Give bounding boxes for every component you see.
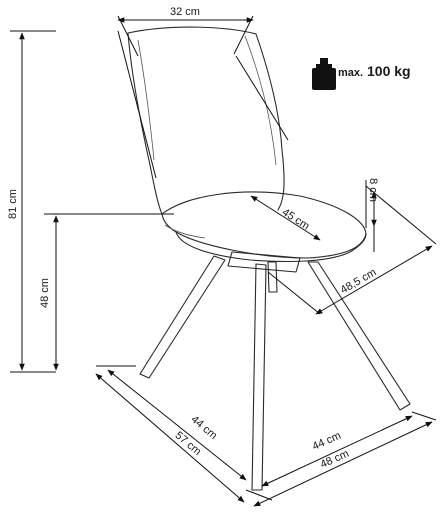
chair-illustration xyxy=(127,26,411,491)
label-total-height: 81 cm xyxy=(7,189,19,219)
weight-label: max. xyxy=(338,67,363,79)
max-weight-badge: max. 100 kg xyxy=(312,58,411,90)
guide-back-left xyxy=(117,30,157,179)
label-top-width: 32 cm xyxy=(170,6,200,18)
chair-legs xyxy=(139,255,411,491)
dim-base-width: 44 cm 48 cm xyxy=(245,411,437,507)
dim-seat-depth: 45 cm xyxy=(250,195,321,241)
seat-outline xyxy=(161,191,367,259)
label-seat-height: 48 cm xyxy=(39,278,51,308)
label-base-width-inner: 44 cm xyxy=(311,430,343,453)
weight-value: 100 kg xyxy=(367,63,411,79)
dim-seat-thickness: 8 cm xyxy=(365,178,379,252)
dim-total-height: 81 cm xyxy=(7,30,56,373)
guide-back-right xyxy=(235,55,289,141)
dim-seat-width: 48,5 cm xyxy=(267,185,437,315)
dim-base-depth: 44 cm 57 cm xyxy=(95,365,247,503)
dim-top-width: 32 cm xyxy=(117,6,254,57)
dim-seat-height: 48 cm xyxy=(39,213,174,371)
label-seat-depth: 45 cm xyxy=(280,206,312,232)
weight-icon xyxy=(312,58,336,90)
base-plate xyxy=(227,251,301,273)
label-seat-thickness: 8 cm xyxy=(367,178,379,202)
backrest-outline xyxy=(127,26,285,211)
